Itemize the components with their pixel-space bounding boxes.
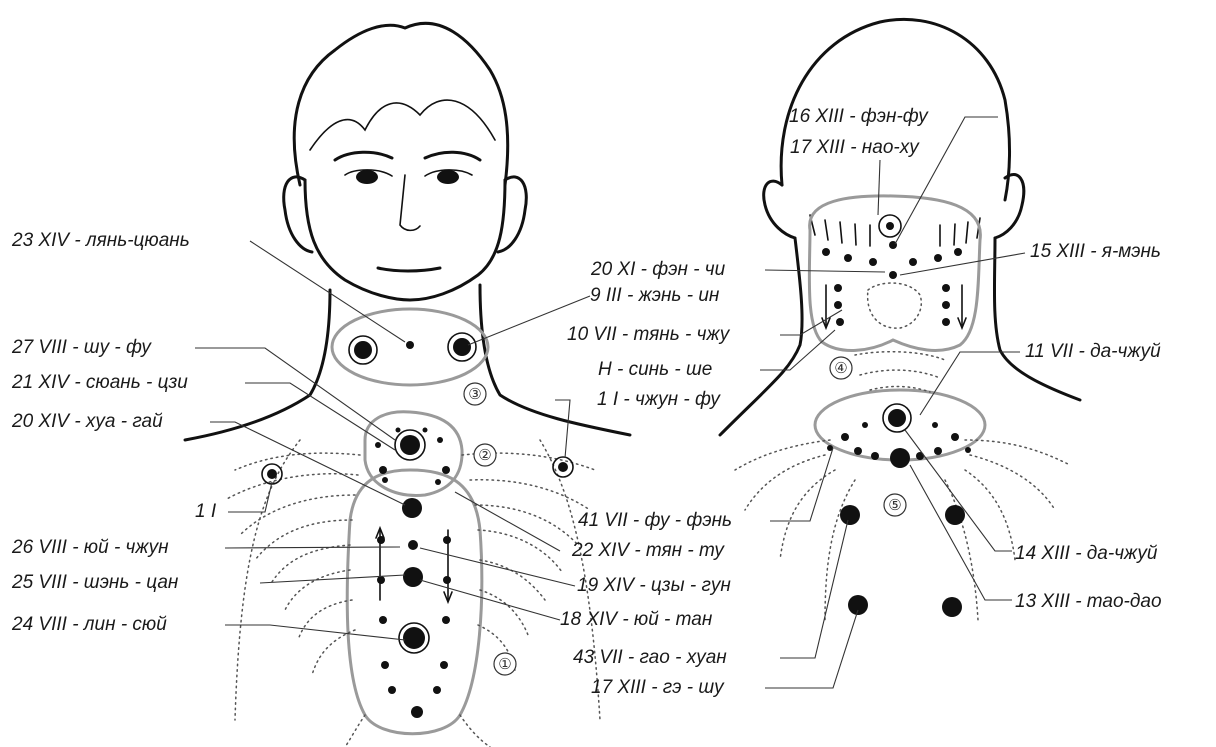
- label-20-xi: 20 XI - фэн - чи: [591, 259, 725, 281]
- label-26-viii: 26 VIII - юй - чжун: [12, 537, 169, 559]
- label-17-xiii-naohu: 17 XIII - нао-ху: [790, 137, 919, 159]
- label-13-xiii: 13 XIII - тао-дао: [1015, 591, 1162, 613]
- label-11-vii: 11 VII - да-чжуй: [1025, 341, 1161, 363]
- label-18-xiv: 18 XIV - юй - тан: [560, 609, 712, 631]
- point-1-i-right: [558, 462, 568, 472]
- point-14-xiii: [888, 409, 906, 427]
- zone-1-number: ①: [498, 655, 511, 673]
- label-20-xiv: 20 XIV - хуа - гай: [12, 411, 163, 433]
- label-41-vii: 41 VII - фу - фэнь: [578, 510, 732, 532]
- label-10-vii: 10 VII - тянь - чжу: [567, 324, 729, 346]
- point-20-xiv: [402, 498, 422, 518]
- zone-2-number: ②: [478, 446, 491, 464]
- point-9-iii-right: [453, 338, 471, 356]
- label-h-xinshe: H - синь - ше: [598, 359, 712, 381]
- point-1-i-left: [267, 469, 277, 479]
- label-9-iii: 9 III - жэнь - ин: [590, 285, 719, 307]
- label-27-viii: 27 VIII - шу - фу: [12, 337, 151, 359]
- point-17-xiii-naohu: [886, 222, 894, 230]
- point-18-xiv: [403, 567, 423, 587]
- label-14-xiii: 14 XIII - да-чжуй: [1015, 543, 1157, 565]
- front-neck: [185, 290, 330, 440]
- label-23-xiv: 23 XIV - лянь-цюань: [12, 230, 190, 252]
- point-22-xiv: [400, 435, 420, 455]
- label-1-i: 1 I: [195, 501, 216, 523]
- label-17-xiii-geshu: 17 XIII - гэ - шу: [591, 677, 724, 699]
- label-25-viii: 25 VIII - шэнь - цан: [12, 572, 178, 594]
- point-17-xiv: [403, 627, 425, 649]
- front-face: [305, 180, 505, 300]
- point-15-xiii: [889, 271, 897, 279]
- label-19-xiv: 19 XIV - цзы - гун: [577, 575, 731, 597]
- zone-5-number: ⑤: [888, 496, 901, 514]
- label-1-i-chzhun-fu: 1 I - чжун - фу: [597, 389, 720, 411]
- label-22-xiv: 22 XIV - тян - ту: [572, 540, 724, 562]
- label-43-vii: 43 VII - гао - хуан: [573, 647, 727, 669]
- zone-3-number: ③: [468, 385, 481, 403]
- label-21-xiv: 21 XIV - сюань - цзи: [12, 372, 188, 394]
- label-16-xiii: 16 XIII - фэн-фу: [789, 106, 928, 128]
- point-19-xiv: [408, 540, 418, 550]
- point-13-xiii: [890, 448, 910, 468]
- front-figure: ③ ② ①: [185, 23, 630, 747]
- zone-4-number: ④: [834, 359, 847, 377]
- label-24-viii: 24 VIII - лин - сюй: [12, 614, 167, 636]
- label-15-xiii: 15 XIII - я-мэнь: [1030, 241, 1161, 263]
- point-23-xiv: [406, 341, 414, 349]
- point-9-iii-left: [354, 341, 372, 359]
